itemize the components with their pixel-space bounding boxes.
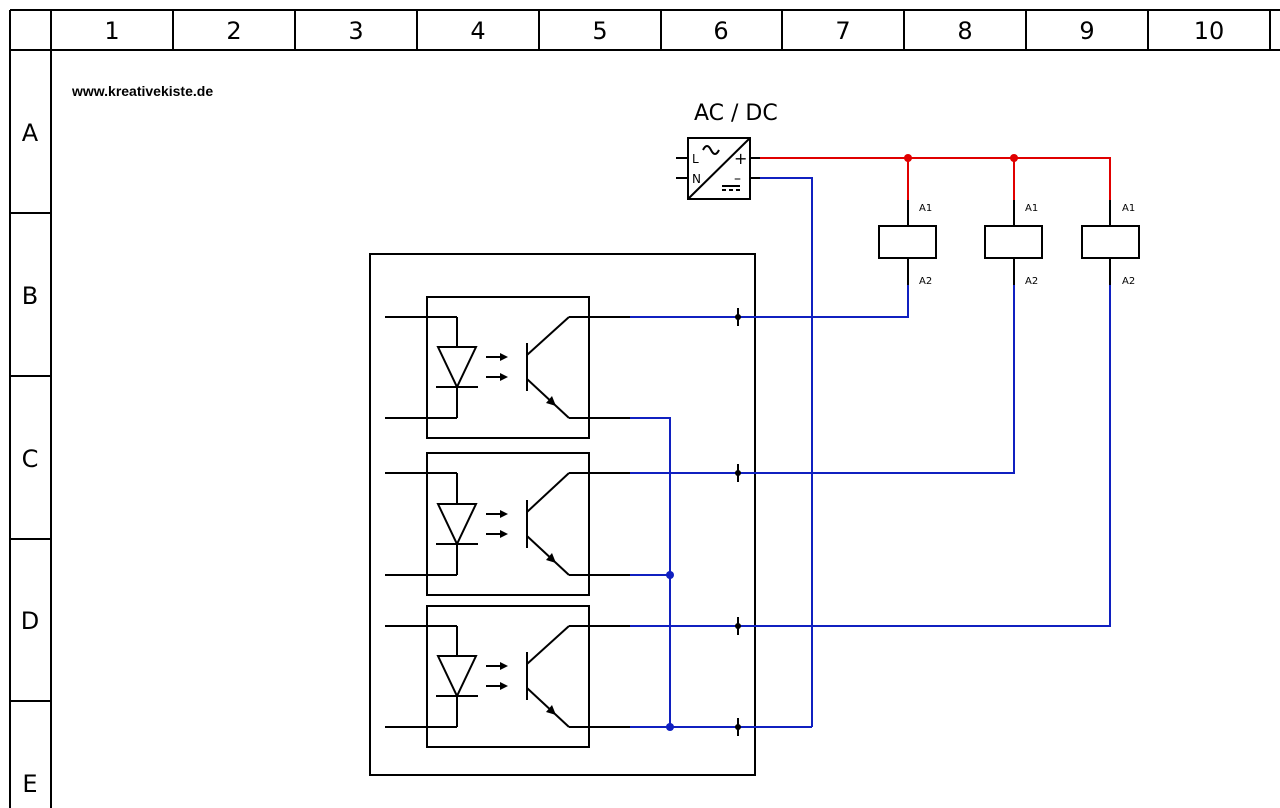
column-label: 7: [835, 17, 850, 45]
junction-dot: [666, 723, 674, 731]
light-arrows-icon: [486, 662, 508, 690]
junction-dot: [666, 571, 674, 579]
row-label: D: [21, 607, 39, 635]
junction-dot: [1010, 154, 1018, 162]
power-supply: AC / DC L N + –: [676, 101, 778, 200]
column-label: 2: [226, 17, 241, 45]
row-label: E: [22, 770, 37, 798]
column-label: 8: [957, 17, 972, 45]
led-diode-icon: [436, 346, 478, 390]
led-diode-icon: [436, 503, 478, 547]
junction-dot: [904, 154, 912, 162]
column-label: 9: [1079, 17, 1094, 45]
power-supply-title: AC / DC: [694, 101, 778, 126]
phototransistor-icon: [526, 316, 570, 419]
column-label: 4: [470, 17, 485, 45]
relay-a2-label: A2: [919, 276, 932, 287]
terminal-markers: [735, 308, 741, 736]
column-label: 3: [348, 17, 363, 45]
row-labels: A B C D E: [21, 119, 39, 798]
relay-a1-label: A1: [919, 203, 932, 214]
pin-l-label: L: [692, 152, 699, 166]
drawing-frame: [9, 9, 1280, 808]
relay-a2-label: A2: [1025, 276, 1038, 287]
pin-plus-label: +: [734, 149, 747, 168]
dc-symbol-icon: [722, 185, 740, 191]
positive-rail: [760, 154, 1111, 200]
relay-a1-label: A1: [1122, 203, 1135, 214]
light-arrows-icon: [486, 510, 508, 538]
relay-coil-2: A1 A2: [984, 200, 1043, 287]
negative-wiring: [630, 177, 1111, 731]
relay-coil-3: A1 A2: [1081, 200, 1140, 287]
phototransistor-icon: [526, 472, 570, 576]
optocoupler-1: [385, 296, 630, 439]
phototransistor-icon: [526, 625, 570, 728]
column-label: 6: [713, 17, 728, 45]
row-label: B: [22, 282, 38, 310]
optocoupler-module: [369, 253, 756, 776]
relay-a2-label: A2: [1122, 276, 1135, 287]
led-diode-icon: [436, 655, 478, 699]
column-labels: 1 2 3 4 5 6 7 8 9 10: [104, 17, 1224, 45]
relay-coil-1: A1 A2: [878, 200, 937, 287]
ac-wave-icon: [702, 145, 720, 155]
row-label: A: [22, 119, 39, 147]
column-label: 5: [592, 17, 607, 45]
pin-minus-label: –: [734, 171, 741, 187]
optocoupler-2: [385, 452, 630, 596]
optocoupler-3: [385, 605, 630, 748]
column-label: 1: [104, 17, 119, 45]
light-arrows-icon: [486, 353, 508, 381]
relay-a1-label: A1: [1025, 203, 1038, 214]
watermark: www.kreativekiste.de: [71, 83, 213, 99]
column-label: 10: [1194, 17, 1225, 45]
row-label: C: [22, 445, 39, 473]
pin-n-label: N: [692, 172, 701, 186]
